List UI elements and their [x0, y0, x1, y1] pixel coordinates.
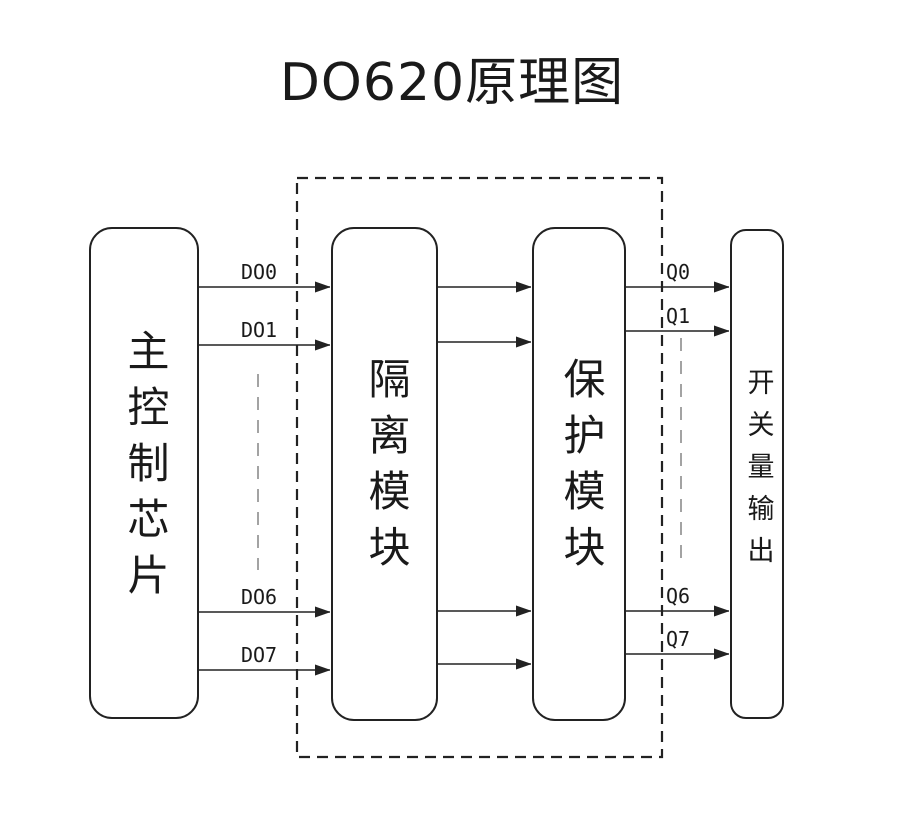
- main-chip-label: 主控制芯片: [121, 329, 167, 609]
- do7-label: DO7: [240, 643, 278, 667]
- main-chip-box: [89, 227, 199, 719]
- q0-label: Q0: [666, 260, 691, 284]
- diagram-title: DO620原理图: [279, 53, 625, 113]
- isolation-module-box: [331, 227, 438, 721]
- protection-module-box: [532, 227, 626, 721]
- q7-label: Q7: [666, 627, 691, 651]
- isolation-module-label: 隔离模块: [362, 357, 408, 581]
- do0-label: DO0: [240, 260, 278, 284]
- output-box: [730, 229, 784, 719]
- q1-label: Q1: [666, 304, 691, 328]
- q6-label: Q6: [666, 584, 691, 608]
- do1-label: DO1: [240, 318, 278, 342]
- output-label: 开关量输出: [743, 368, 774, 578]
- protection-module-label: 保护模块: [557, 357, 603, 581]
- dashed-boundary-box: [295, 176, 664, 759]
- do6-label: DO6: [240, 585, 278, 609]
